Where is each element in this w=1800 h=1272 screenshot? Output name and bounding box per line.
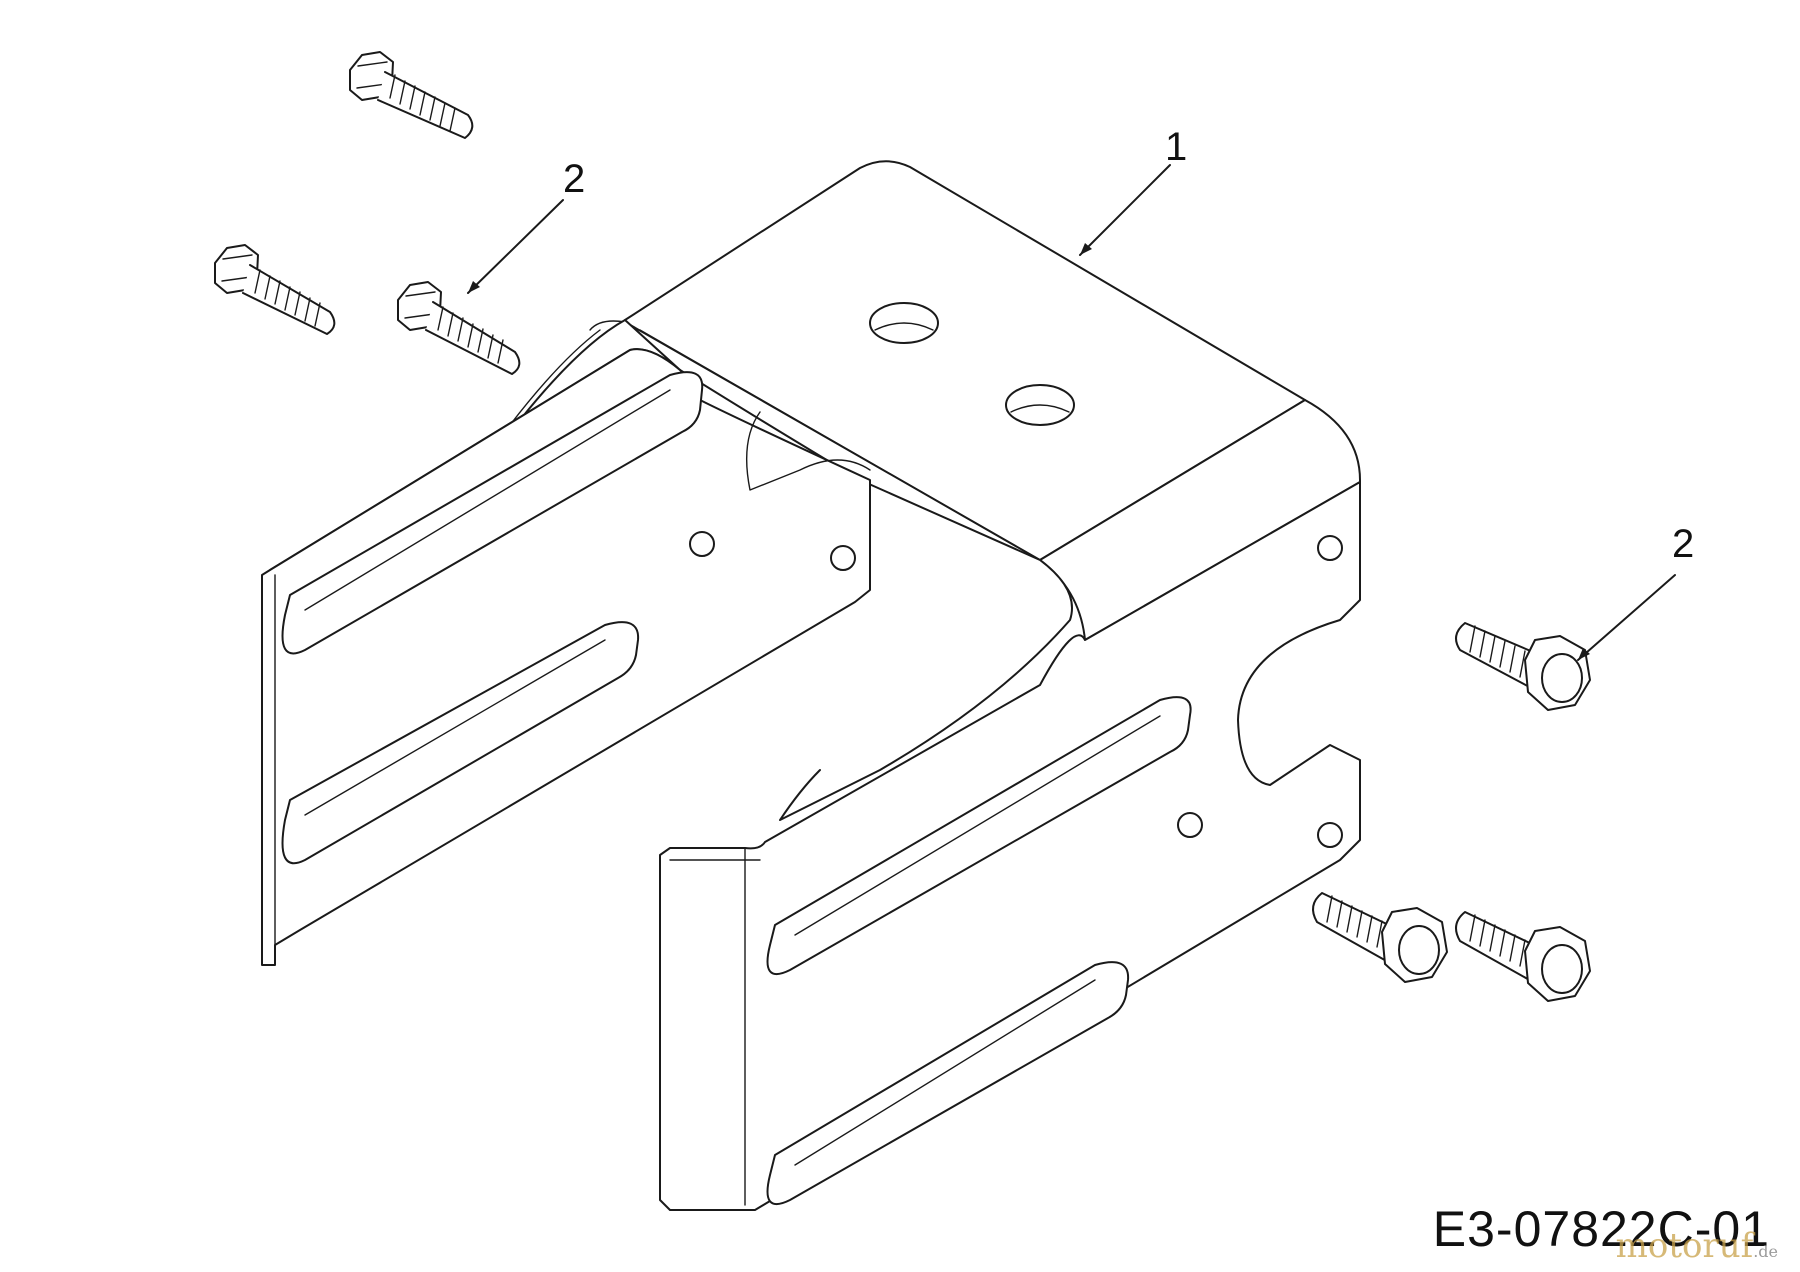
callout-label-bolts-left: 2	[563, 157, 585, 201]
callout-label-bracket: 1	[1165, 125, 1187, 169]
flange-bolt	[349, 51, 474, 139]
bracket-right-side-plate	[659, 481, 1361, 1211]
callout-leader	[1577, 574, 1676, 661]
callout-leader	[467, 199, 564, 294]
diagram-code: E3-07822C-01	[1432, 1201, 1770, 1257]
callout-leader	[1079, 164, 1171, 256]
callout-label-bolts-right: 2	[1672, 522, 1694, 566]
watermark: motoruf.de	[1616, 1226, 1778, 1266]
flange-bolt	[397, 281, 521, 375]
top-plate-hole	[1005, 384, 1075, 426]
mounting-bracket	[261, 160, 1361, 1211]
flange-bolt	[214, 244, 336, 335]
flange-bolt	[1455, 622, 1591, 711]
watermark-suffix: .de	[1753, 1242, 1778, 1261]
top-plate-hole	[869, 302, 939, 344]
flange-bolt	[1455, 911, 1591, 1002]
watermark-text: motoruf	[1615, 1226, 1754, 1266]
flange-bolt	[1312, 892, 1448, 983]
